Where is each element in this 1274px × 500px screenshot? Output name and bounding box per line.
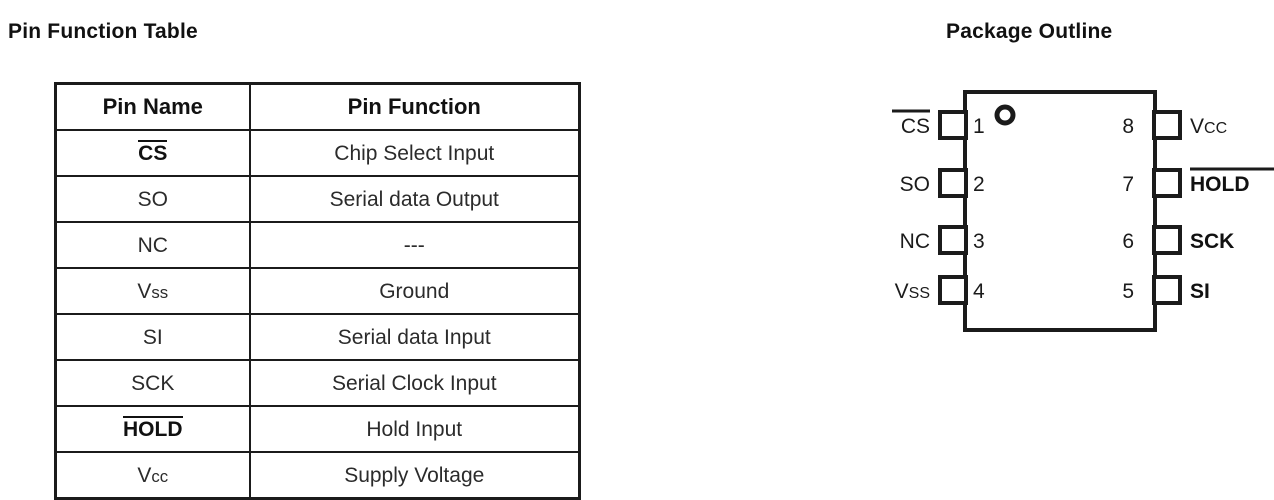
column-header-pin-name: Pin Name <box>54 82 251 131</box>
cell-pin-name: Vss <box>54 267 251 315</box>
pin-number-7: 7 <box>1122 173 1134 196</box>
table-row: SI Serial data Input <box>54 313 581 361</box>
cell-pin-function: Hold Input <box>248 405 581 453</box>
cell-pin-function: Chip Select Input <box>248 129 581 177</box>
pin-name-prefix: V <box>137 463 152 487</box>
cell-pin-name: SO <box>54 175 251 223</box>
cell-pin-name: NC <box>54 221 251 269</box>
pin-number-1: 1 <box>973 115 985 138</box>
pin-label-si: SI <box>1190 280 1210 303</box>
pin-pad-8 <box>1152 110 1182 140</box>
cell-pin-function: Serial data Input <box>248 313 581 361</box>
pin-label-so: SO <box>900 173 930 196</box>
pin-1-marker-icon <box>994 104 1016 126</box>
page-title-pin-function-table: Pin Function Table <box>8 20 198 43</box>
pin-number-4: 4 <box>973 280 985 303</box>
column-header-pin-function: Pin Function <box>248 82 581 131</box>
cell-pin-function: Serial data Output <box>248 175 581 223</box>
pin-name-prefix: V <box>137 279 152 303</box>
table-row: Vss Ground <box>54 267 581 315</box>
pin-number-5: 5 <box>1122 280 1134 303</box>
pin-label-hold: HOLD <box>1190 173 1250 196</box>
pin-name-suffix: ss <box>151 282 169 302</box>
pin-pad-7 <box>1152 168 1182 198</box>
pin-name-text: HOLD <box>123 416 183 442</box>
pin-label-cs: CS <box>901 115 930 138</box>
table-row: CS Chip Select Input <box>54 129 581 177</box>
table-body: CS Chip Select Input SO Serial data Outp… <box>54 129 581 500</box>
pin-label-vss-v: V <box>895 280 909 303</box>
cell-pin-name: Vcc <box>54 451 251 500</box>
pin-name-suffix: cc <box>151 466 169 486</box>
pin-pad-2 <box>938 168 968 198</box>
pin-number-8: 8 <box>1122 115 1134 138</box>
cell-pin-function: Ground <box>248 267 581 315</box>
table-row: NC --- <box>54 221 581 269</box>
cell-pin-name: SI <box>54 313 251 361</box>
pin-pad-1 <box>938 110 968 140</box>
pin-pad-3 <box>938 225 968 255</box>
cell-pin-function: Supply Voltage <box>248 451 581 500</box>
table-row: Vcc Supply Voltage <box>54 451 581 500</box>
pin-label-nc: NC <box>900 230 930 253</box>
pin-number-2: 2 <box>973 173 985 196</box>
chip-body-outline <box>963 90 1157 332</box>
table-header-row: Pin Name Pin Function <box>54 82 581 131</box>
table-row: SO Serial data Output <box>54 175 581 223</box>
pin-label-vcc-v: V <box>1190 115 1204 138</box>
cell-pin-name: SCK <box>54 359 251 407</box>
pin-name-text: CS <box>138 140 168 166</box>
pin-label-sck: SCK <box>1190 230 1234 253</box>
pin-label-vss: VSS <box>895 280 930 303</box>
cell-pin-name: HOLD <box>54 405 251 453</box>
pin-pad-5 <box>1152 275 1182 305</box>
package-outline-diagram: 1 2 3 4 8 7 6 5 CS SO NC VSS VCC HOLD SC… <box>860 70 1274 370</box>
table-row: SCK Serial Clock Input <box>54 359 581 407</box>
table-row: HOLD Hold Input <box>54 405 581 453</box>
pin-number-6: 6 <box>1122 230 1134 253</box>
cell-pin-name: CS <box>54 129 251 177</box>
pin-number-3: 3 <box>973 230 985 253</box>
cell-pin-function: --- <box>248 221 581 269</box>
page-title-package-outline: Package Outline <box>946 20 1113 43</box>
pin-label-vss-ss: SS <box>909 285 930 302</box>
pin-label-vcc-cc: CC <box>1204 120 1227 137</box>
cell-pin-function: Serial Clock Input <box>248 359 581 407</box>
pin-pad-6 <box>1152 225 1182 255</box>
pin-label-vcc: VCC <box>1190 115 1227 138</box>
pin-function-table: Pin Name Pin Function CS Chip Select Inp… <box>54 82 581 500</box>
pin-pad-4 <box>938 275 968 305</box>
